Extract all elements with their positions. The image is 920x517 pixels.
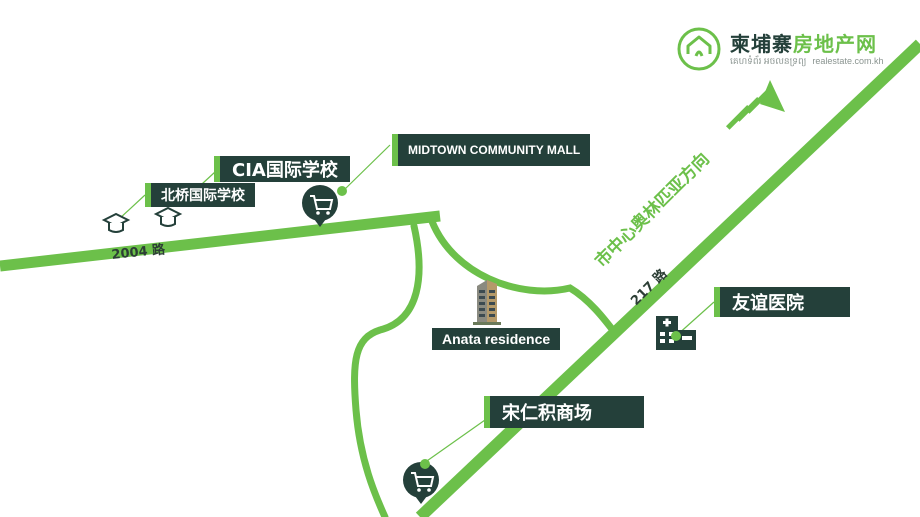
graduation-cap-icon [101,212,131,233]
friendship-hospital-label: 友谊医院 [714,287,850,317]
house-in-circle-icon [677,27,721,71]
shopping-cart-icon [403,459,439,504]
shopping-cart-icon [302,185,347,227]
songren-mall-label: 宋仁积商场 [484,396,644,428]
road-217 [415,39,920,517]
cia-school-label: CIA国际学校 [214,156,350,182]
leader-songren [423,419,486,464]
road-2004-label: 2004 路 [111,241,167,263]
road-2004 [0,210,441,272]
leader-northbridge [117,194,146,221]
arrow-icon [725,80,785,130]
midtown-mall-label: MIDTOWN COMMUNITY MALL [392,134,591,166]
graduation-cap-icon [153,206,183,227]
anata-residence-label: Anata residence [432,328,561,350]
northbridge-school-label: 北桥国际学校 [145,183,255,207]
hospital-icon [656,316,696,350]
logo-text: 柬埔寨房地产网 [730,32,877,56]
road-loop [351,222,423,517]
road-curve-upper [426,212,619,337]
building-icon [473,280,501,325]
leader-midtown [342,144,391,192]
